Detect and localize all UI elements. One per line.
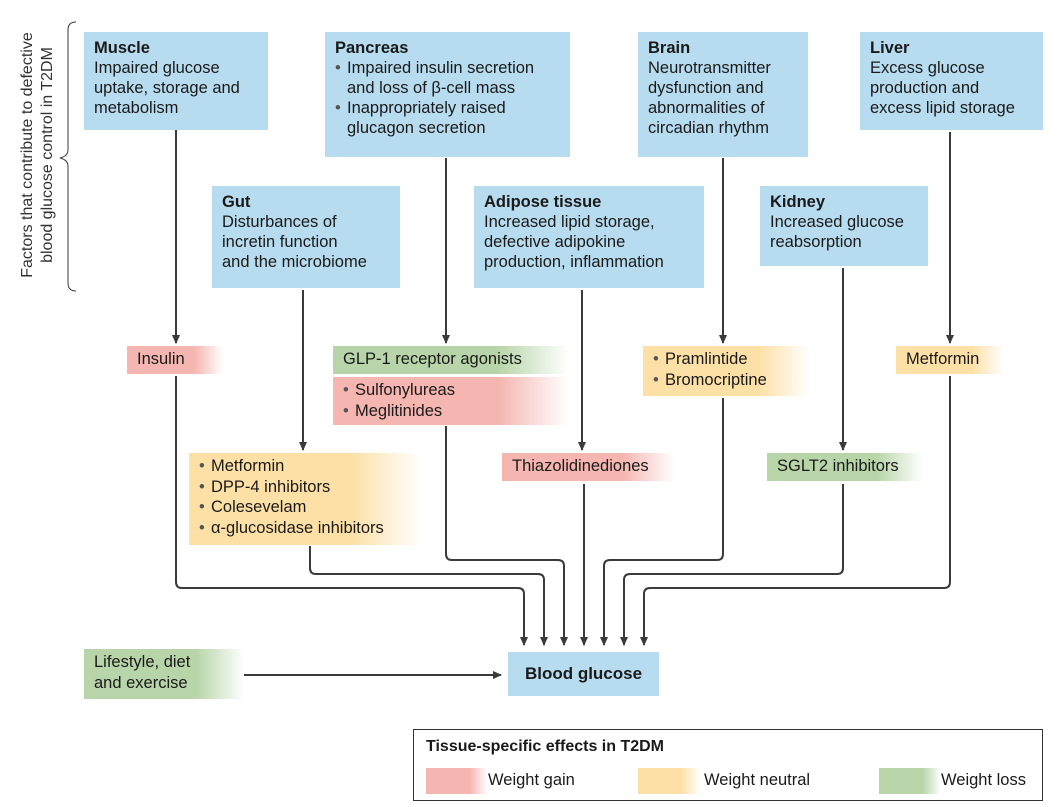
- liver-line: Excess glucose: [870, 59, 985, 77]
- legend-label-neutral: Weight neutral: [704, 771, 811, 789]
- lifestyle-line: and exercise: [94, 673, 188, 692]
- legend: Tissue-specific effects in T2DM Weight g…: [413, 729, 1043, 801]
- drug-label: Bromocriptine: [653, 370, 799, 391]
- pancreas-line: and loss of β-cell mass: [347, 79, 516, 97]
- liver-title: Liver: [870, 39, 910, 57]
- brain-line: abnormalities of: [648, 99, 765, 117]
- liver-line: production and: [870, 79, 980, 97]
- drug-label: Insulin: [137, 350, 185, 368]
- legend-swatch-gain: [426, 768, 488, 794]
- gut-box: Gut Disturbances of incretin function an…: [212, 186, 400, 288]
- drug-label: Thiazolidinediones: [512, 457, 649, 475]
- muscle-line: Impaired glucose: [94, 59, 220, 77]
- drug-glp1: GLP-1 receptor agonists: [333, 346, 568, 374]
- gut-line: incretin function: [222, 233, 338, 251]
- adipose-title: Adipose tissue: [484, 193, 602, 211]
- brain-title: Brain: [648, 39, 691, 57]
- muscle-box: Muscle Impaired glucose uptake, storage …: [84, 32, 268, 130]
- blood-glucose-label: Blood glucose: [524, 664, 643, 683]
- drug-label: Metformin: [906, 350, 980, 368]
- legend-swatch-neutral: [638, 768, 700, 794]
- lifestyle-line: Lifestyle, diet: [94, 653, 191, 671]
- drug-label: GLP-1 receptor agonists: [343, 350, 522, 368]
- pancreas-drugs-to-glucose: [445, 426, 568, 646]
- pancreas-bullet: Inappropriately raised glucagon secretio…: [335, 98, 560, 138]
- drug-sulfonylureas-meglitinides: Sulfonylureas Meglitinides: [333, 377, 568, 425]
- drug-label: Sulfonylureas: [343, 380, 558, 401]
- brain-line: dysfunction and: [648, 79, 764, 97]
- drug-label: SGLT2 inhibitors: [777, 457, 899, 475]
- drug-label: DPP-4 inhibitors: [199, 477, 411, 498]
- adipose-line: defective adipokine: [484, 233, 626, 251]
- drug-label: Meglitinides: [343, 401, 558, 422]
- lifestyle-box: Lifestyle, diet and exercise: [84, 649, 244, 699]
- drug-metformin-liver: Metformin: [896, 346, 1004, 374]
- gut-drugs-to-glucose: [309, 546, 548, 646]
- legend-title: Tissue-specific effects in T2DM: [426, 738, 664, 755]
- insulin-to-glucose: [175, 376, 528, 646]
- drug-sglt2: SGLT2 inhibitors: [767, 453, 923, 481]
- drug-pramlintide-bromocriptine: Pramlintide Bromocriptine: [643, 346, 809, 396]
- liver-box: Liver Excess glucose production and exce…: [860, 32, 1043, 130]
- drug-gut-list: Metformin DPP-4 inhibitors Colesevelam α…: [189, 453, 421, 545]
- sglt2-to-glucose: [620, 484, 844, 646]
- brain-drugs-to-glucose: [600, 398, 724, 646]
- legend-swatch-loss: [879, 768, 941, 794]
- brain-line: circadian rhythm: [648, 119, 770, 137]
- brain-line: Neurotransmitter: [648, 59, 771, 77]
- kidney-box: Kidney Increased glucose reabsorption: [760, 186, 928, 266]
- gut-line: Disturbances of: [222, 213, 337, 231]
- adipose-line: Increased lipid storage,: [484, 213, 655, 231]
- kidney-line: Increased glucose: [770, 213, 904, 231]
- drug-label: Colesevelam: [199, 497, 411, 518]
- pancreas-line: Impaired insulin secretion: [347, 59, 535, 77]
- legend-label-gain: Weight gain: [488, 771, 575, 789]
- side-label-line-2: blood glucose control in T2DM: [39, 47, 56, 263]
- blood-glucose-box: Blood glucose: [508, 652, 659, 696]
- side-label: Factors that contribute to defective blo…: [12, 0, 58, 310]
- side-label-line-1: Factors that contribute to defective: [19, 32, 36, 278]
- drug-label: α-glucosidase inhibitors: [199, 518, 411, 539]
- muscle-line: uptake, storage and: [94, 79, 240, 97]
- side-brace: [59, 21, 77, 292]
- metformin-to-glucose: [640, 376, 951, 646]
- gut-title: Gut: [222, 193, 251, 211]
- pancreas-line: Inappropriately raised: [347, 99, 506, 117]
- drug-label: Metformin: [199, 456, 411, 477]
- muscle-title: Muscle: [94, 39, 150, 57]
- muscle-line: metabolism: [94, 99, 179, 117]
- adipose-box: Adipose tissue Increased lipid storage, …: [474, 186, 704, 288]
- legend-label-loss: Weight loss: [941, 771, 1026, 789]
- brain-box: Brain Neurotransmitter dysfunction and a…: [638, 32, 808, 157]
- drug-label: Pramlintide: [653, 349, 799, 370]
- kidney-title: Kidney: [770, 193, 826, 211]
- kidney-line: reabsorption: [770, 233, 862, 251]
- gut-line: and the microbiome: [222, 253, 367, 271]
- pancreas-bullet: Impaired insulin secretion and loss of β…: [335, 58, 560, 98]
- drug-insulin: Insulin: [127, 346, 223, 374]
- pancreas-line: glucagon secretion: [347, 119, 486, 137]
- pancreas-box: Pancreas Impaired insulin secretion and …: [325, 32, 570, 157]
- adipose-line: production, inflammation: [484, 253, 664, 271]
- liver-line: excess lipid storage: [870, 99, 1015, 117]
- drug-thiazolidinediones: Thiazolidinediones: [502, 453, 674, 481]
- pancreas-title: Pancreas: [335, 39, 409, 57]
